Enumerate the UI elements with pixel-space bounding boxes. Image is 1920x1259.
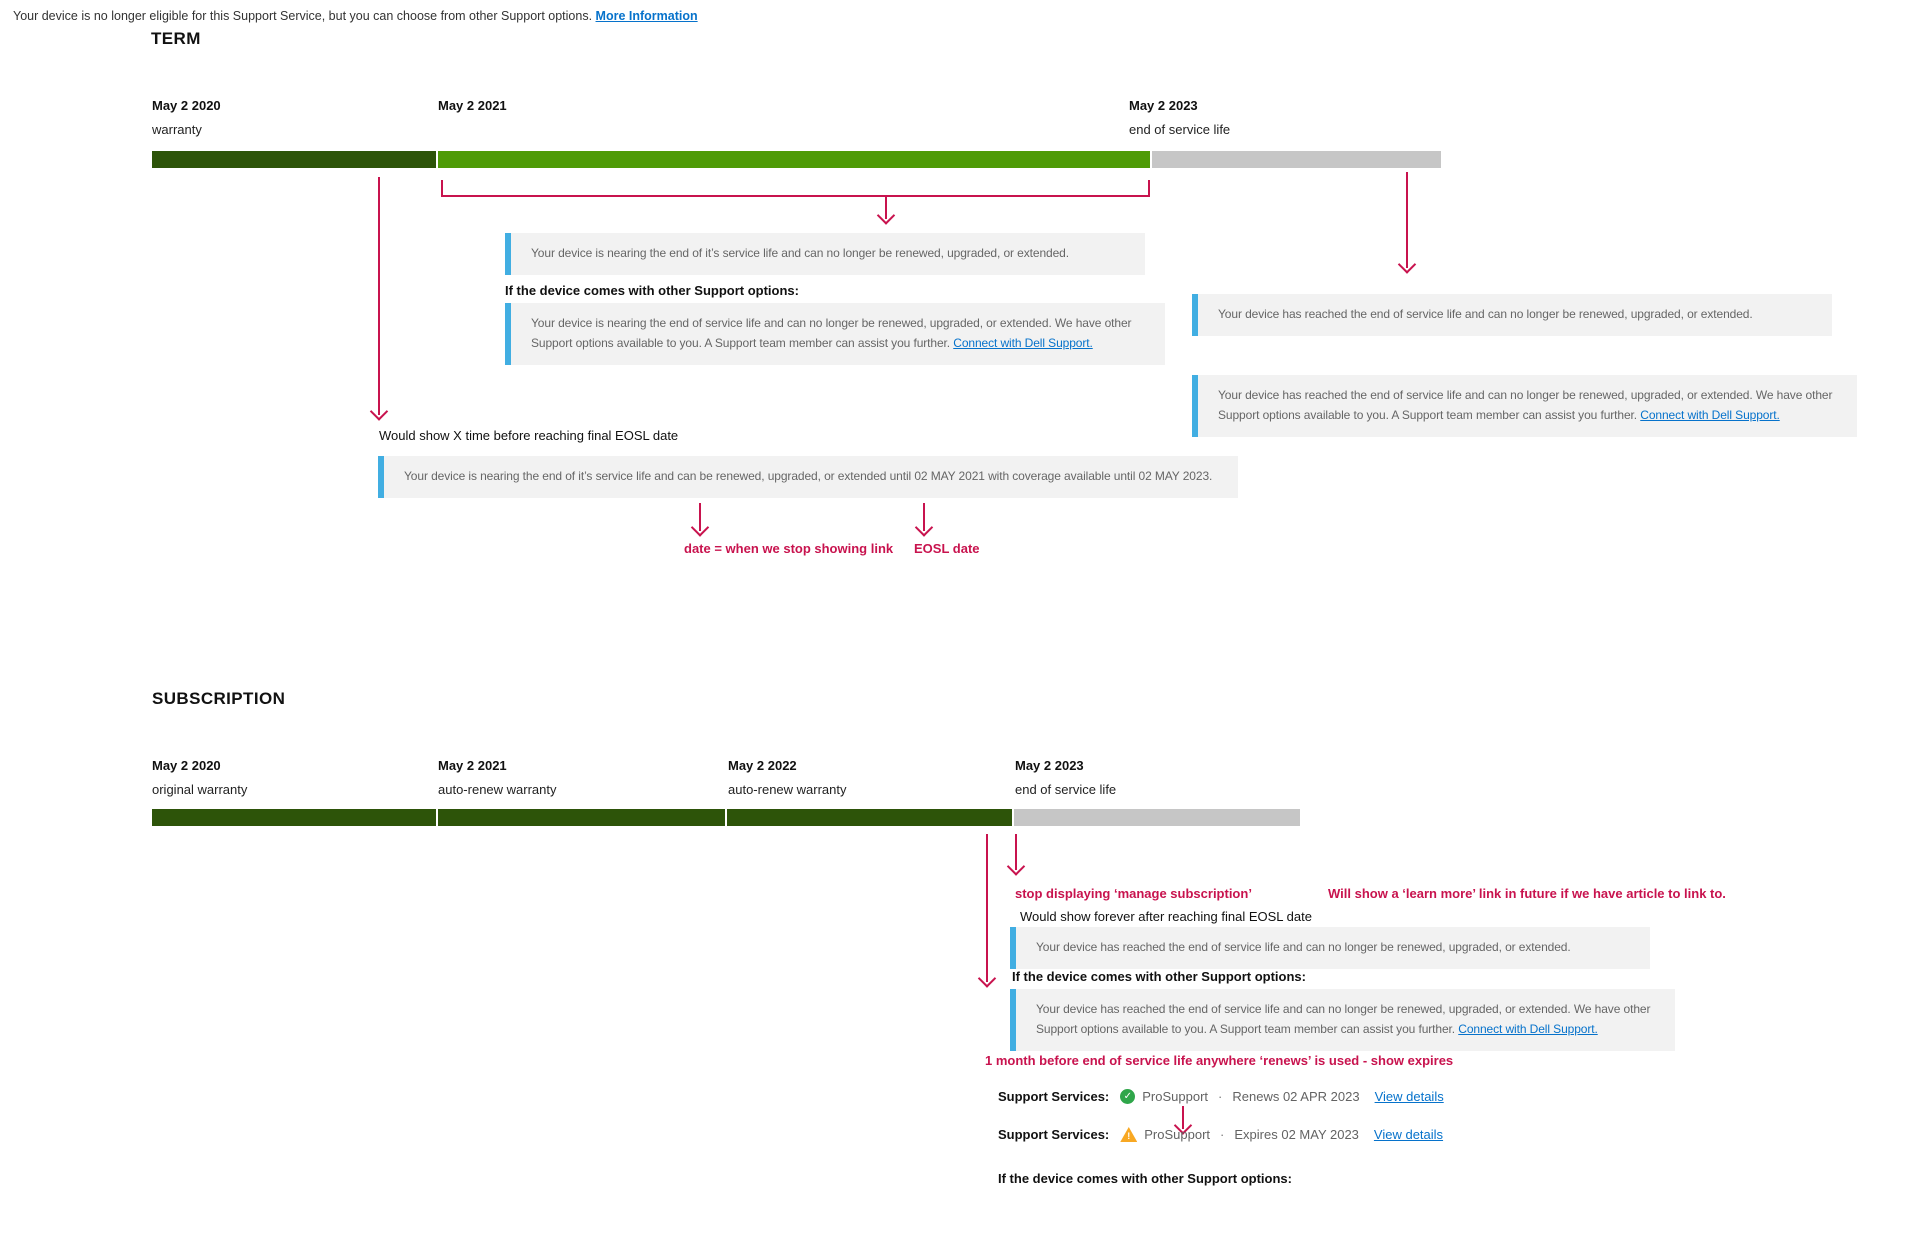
message-text: Your device is nearing the end of it’s s… [531, 246, 1069, 260]
sub-milestone-label-autorenew-2: auto-renew warranty [728, 782, 847, 797]
term-milestone-label-eosl: end of service life [1129, 122, 1231, 137]
sub-footer-other-options-heading: If the device comes with other Support o… [998, 1171, 1292, 1186]
term-reached-message-box: Your device has reached the end of servi… [1192, 294, 1832, 336]
term-range-bracket [441, 180, 1150, 197]
term-bar-warranty-segment [152, 151, 436, 168]
support-services-label: Support Services: [998, 1089, 1110, 1104]
arrowhead-icon [690, 518, 710, 537]
arrowhead-icon [914, 518, 934, 537]
sub-milestone-date-2022: May 2 2022 [728, 758, 797, 773]
view-details-link[interactable]: View details [1374, 1089, 1444, 1104]
message-text: Your device is nearing the end of it’s s… [404, 469, 1213, 483]
view-details-link[interactable]: View details [1373, 1127, 1444, 1142]
arrow-shaft [698, 503, 702, 531]
connect-dell-support-link[interactable]: Connect with Dell Support. [1640, 407, 1780, 422]
term-stop-showing-link-label: date = when we stop showing link [684, 541, 894, 556]
sub-one-month-note: 1 month before end of service life anywh… [985, 1053, 1454, 1068]
term-milestone-date-2020: May 2 2020 [152, 98, 221, 113]
message-text: Your device has reached the end of servi… [1036, 1002, 1651, 1036]
sub-milestone-label-eosl: end of service life [1015, 782, 1117, 797]
service-name: ProSupport [1142, 1089, 1209, 1104]
term-would-show-note: Would show X time before reaching final … [379, 428, 679, 443]
message-text: Your device has reached the end of servi… [1218, 388, 1833, 422]
term-arrow-stop-showing-link-date [687, 503, 713, 537]
service-status: Expires 02 MAY 2023 [1234, 1127, 1359, 1142]
sub-milestone-date-2023: May 2 2023 [1015, 758, 1084, 773]
arrowhead-icon [1397, 255, 1417, 274]
service-name: ProSupport [1144, 1127, 1211, 1142]
sub-milestone-date-2021: May 2 2021 [438, 758, 507, 773]
support-services-label: Support Services: [998, 1127, 1110, 1142]
arrow-shaft [922, 503, 926, 531]
sub-would-show-forever-note: Would show forever after reaching final … [1020, 909, 1312, 924]
term-milestone-label-warranty: warranty [152, 122, 202, 137]
sub-learn-more-note: Will show a ‘learn more’ link in future … [1328, 886, 1726, 901]
term-eosl-date-label: EOSL date [914, 541, 980, 556]
term-reached-options-message-box: Your device has reached the end of servi… [1192, 375, 1857, 437]
term-nearing-message-box: Your device is nearing the end of it’s s… [505, 233, 1145, 275]
sub-bar-eosl-segment [1014, 809, 1300, 826]
arrowhead-icon [369, 402, 389, 421]
term-other-options-heading: If the device comes with other Support o… [505, 283, 799, 298]
term-arrow-to-reached-box [1394, 172, 1420, 274]
term-bar-eosl-segment [1152, 151, 1441, 168]
check-circle-icon: ✓ [1120, 1089, 1136, 1104]
arrow-shaft [1181, 1106, 1185, 1129]
term-milestone-date-2021: May 2 2021 [438, 98, 507, 113]
sub-arrow-to-options-heading [974, 834, 1000, 988]
arrowhead-icon [1006, 857, 1026, 876]
arrow-shaft [377, 177, 381, 415]
eligibility-banner: Your device is no longer eligible for th… [13, 9, 698, 23]
message-text: Your device has reached the end of servi… [1218, 307, 1753, 321]
separator-dot: · [1218, 1089, 1223, 1104]
arrow-shaft [884, 196, 888, 219]
sub-bar-autorenew-segment-1 [438, 809, 725, 826]
arrow-shaft [985, 834, 989, 982]
message-text: Your device has reached the end of servi… [1036, 940, 1571, 954]
term-renewable-message-box: Your device is nearing the end of it’s s… [378, 456, 1238, 498]
sub-stop-displaying-note: stop displaying ‘manage subscription’ [1015, 886, 1252, 901]
message-text: Your device is nearing the end of servic… [531, 316, 1132, 350]
term-section-title: TERM [151, 29, 201, 48]
term-bracket-arrow [873, 196, 899, 225]
arrow-shaft [1014, 834, 1018, 870]
sub-reached-message-box: Your device has reached the end of servi… [1010, 927, 1650, 969]
support-services-row-expires: Support Services: ! ProSupport · Expires… [998, 1127, 1443, 1142]
term-bar-extended-segment [438, 151, 1150, 168]
term-milestone-date-2023: May 2 2023 [1129, 98, 1198, 113]
arrowhead-icon [876, 206, 896, 225]
sub-bar-autorenew-segment-2 [727, 809, 1012, 826]
sub-arrow-renews-to-expires [1170, 1106, 1196, 1135]
support-services-row-renews: Support Services: ✓ ProSupport · Renews … [998, 1089, 1444, 1104]
sub-milestone-label-autorenew-1: auto-renew warranty [438, 782, 557, 797]
more-information-link[interactable]: More Information [595, 9, 698, 23]
term-arrow-to-would-show [366, 177, 392, 421]
term-arrow-eosl-date [911, 503, 937, 537]
warning-triangle-icon: ! [1120, 1127, 1138, 1142]
service-status: Renews 02 APR 2023 [1232, 1089, 1360, 1104]
sub-reached-options-message-box: Your device has reached the end of servi… [1010, 989, 1675, 1051]
subscription-section-title: SUBSCRIPTION [152, 689, 286, 708]
sub-arrow-to-stop-displaying [1003, 834, 1029, 876]
sub-other-options-heading: If the device comes with other Support o… [1012, 969, 1306, 984]
sub-milestone-label-original: original warranty [152, 782, 248, 797]
connect-dell-support-link[interactable]: Connect with Dell Support. [1458, 1021, 1598, 1036]
arrowhead-icon [977, 969, 997, 988]
arrow-shaft [1405, 172, 1409, 268]
sub-milestone-date-2020: May 2 2020 [152, 758, 221, 773]
connect-dell-support-link[interactable]: Connect with Dell Support. [953, 335, 1093, 350]
term-nearing-options-message-box: Your device is nearing the end of servic… [505, 303, 1165, 365]
separator-dot: · [1220, 1127, 1225, 1142]
sub-bar-original-warranty-segment [152, 809, 436, 826]
eligibility-banner-text: Your device is no longer eligible for th… [13, 9, 593, 23]
